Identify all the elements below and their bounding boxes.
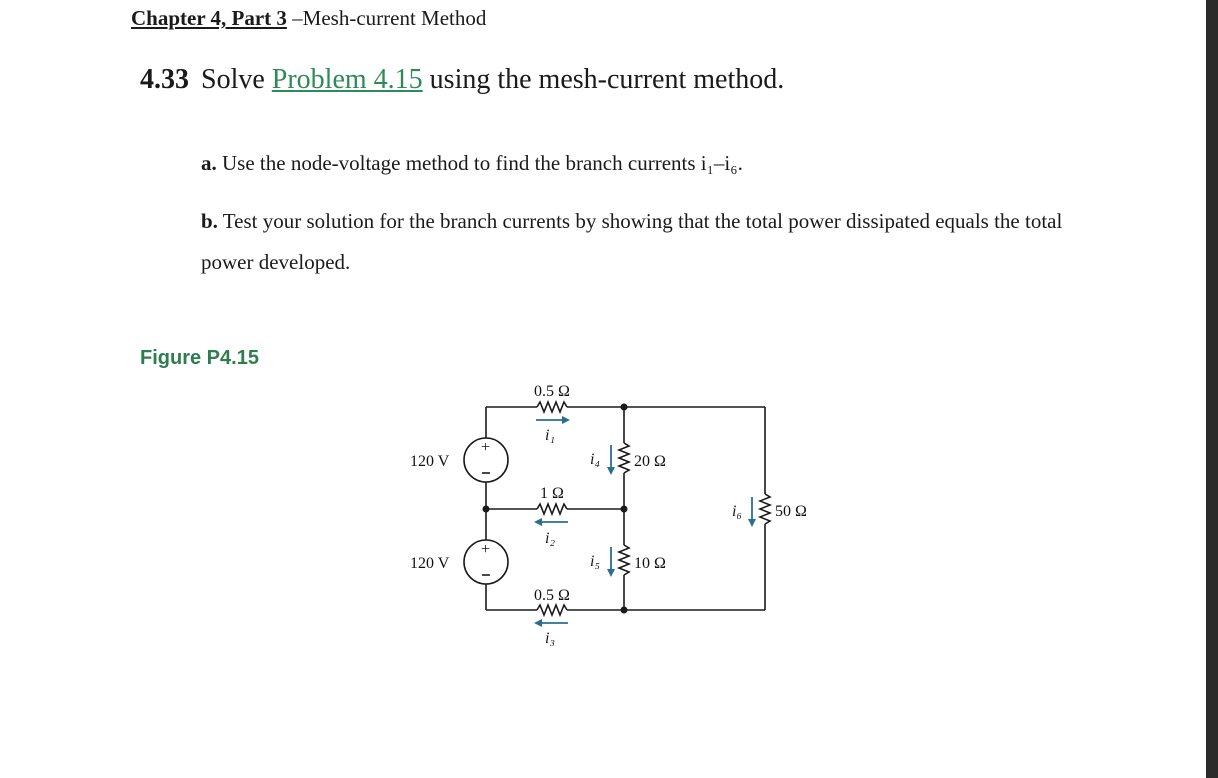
chapter-topic: –Mesh-current Method (286, 6, 487, 30)
resistor-20-label: 20 Ω (634, 453, 666, 470)
resistor-mid-label: 1 Ω (540, 485, 564, 502)
current-i4-label: i₄ (590, 451, 600, 468)
problem-number: 4.33 (140, 64, 189, 95)
part-a-text: Use the node-voltage method to find the … (216, 151, 743, 175)
node-top-center (620, 403, 628, 411)
source-bot-circle (463, 539, 509, 585)
current-i2-label: i₂ (545, 530, 555, 547)
resistor-top-label: 0.5 Ω (534, 383, 570, 400)
resistor-50-zigzag (757, 493, 773, 525)
resistor-10-label: 10 Ω (634, 555, 666, 572)
problem-link[interactable]: Problem 4.15 (271, 64, 423, 95)
resistor-20-zigzag (616, 442, 632, 474)
source-top-label: 120 V (410, 453, 450, 470)
resistor-bot-zigzag (536, 602, 568, 618)
current-i5-label: i₅ (590, 553, 600, 570)
part-b: b. Test your solution for the branch cur… (201, 201, 1081, 283)
source-bot-plus: + (481, 541, 490, 558)
part-b-text: Test your solution for the branch curren… (201, 209, 1063, 274)
chapter-header: Chapter 4, Part 3 –Mesh-current Method (131, 6, 486, 31)
problem-text-after: using the mesh-current method. (422, 64, 785, 95)
node-mid-center (620, 505, 628, 513)
node-bot-center (620, 606, 628, 614)
resistor-10-zigzag (616, 544, 632, 576)
scrollbar-edge[interactable] (1206, 0, 1218, 778)
resistor-top-zigzag (536, 399, 568, 415)
resistor-50-label: 50 Ω (775, 503, 807, 520)
part-a: a. Use the node-voltage method to find t… (201, 143, 1081, 184)
resistor-mid-zigzag (536, 501, 568, 517)
node-mid-left (482, 505, 490, 513)
chapter-title: Chapter 4, Part 3 (131, 6, 287, 30)
problem-text-before: Solve (201, 64, 272, 95)
figure-label: Figure P4.15 (140, 347, 259, 369)
part-b-label: b. (201, 209, 218, 233)
current-i1-label: i₁ (545, 427, 555, 444)
current-i6-label: i₆ (732, 503, 742, 520)
resistor-bot-label: 0.5 Ω (534, 587, 570, 604)
problem-statement: 4.33 Solve Problem 4.15 using the mesh-cu… (140, 64, 784, 96)
source-top-circle (463, 437, 509, 483)
current-i3-label: i₃ (545, 630, 555, 647)
part-a-label: a. (201, 151, 217, 175)
source-bot-label: 120 V (410, 555, 450, 572)
source-top-plus: + (481, 439, 490, 456)
